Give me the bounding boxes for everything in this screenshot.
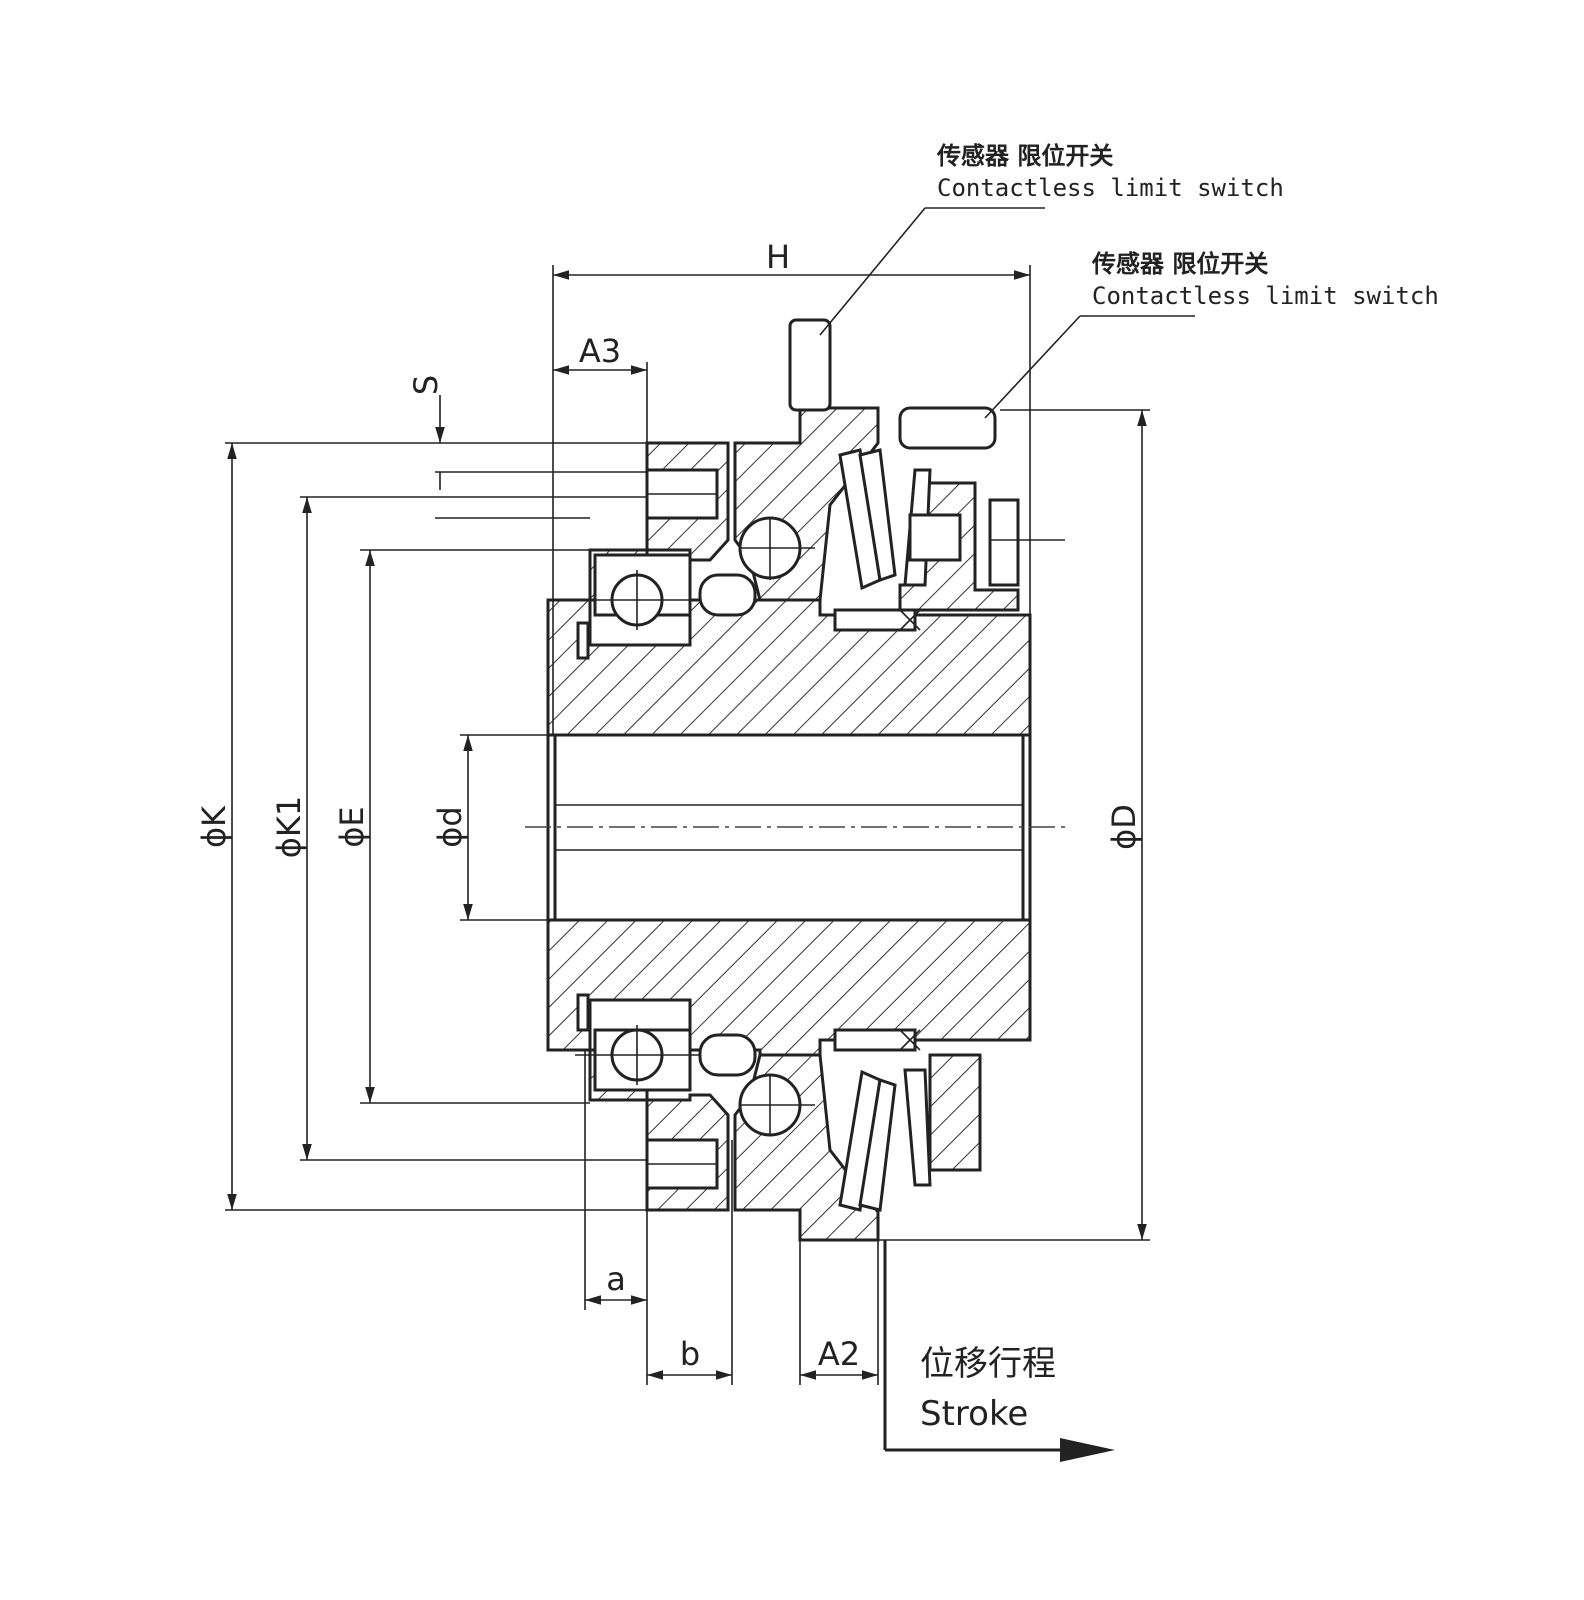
dim-label-E: ϕE xyxy=(333,806,371,847)
callout-1-en: Contactless limit switch xyxy=(937,174,1284,202)
callout-2-cn: 传感器 限位开关 xyxy=(1091,250,1268,278)
dim-label-D: ϕD xyxy=(1105,804,1143,850)
callout-1-cn: 传感器 限位开关 xyxy=(936,142,1113,170)
pin-lower xyxy=(576,993,590,1032)
dim-label-A3: A3 xyxy=(579,332,621,370)
dim-label-d: ϕd xyxy=(431,806,469,847)
callout-leader-1 xyxy=(819,207,1045,336)
dim-label-H: H xyxy=(766,238,790,276)
sensor-vertical xyxy=(788,318,832,412)
bearing-lower-left xyxy=(575,1025,815,1190)
shaft-bore xyxy=(525,733,1065,922)
dim-H xyxy=(552,265,1031,735)
dim-label-b: b xyxy=(680,1335,700,1373)
dim-A2 xyxy=(799,1240,879,1385)
dim-label-K1: ϕK1 xyxy=(270,796,308,858)
callout-leader-2 xyxy=(984,315,1195,419)
stroke-arrow xyxy=(883,1240,1115,1462)
dim-label-K: ϕK xyxy=(195,805,233,848)
dim-label-S: S xyxy=(407,375,445,395)
extension-lines xyxy=(225,409,1150,1241)
disc-springs xyxy=(833,448,1065,1212)
stroke-label-cn: 位移行程 xyxy=(920,1344,1056,1384)
bearing-upper-left xyxy=(575,468,815,630)
sensor-horizontal xyxy=(898,406,997,450)
dim-a xyxy=(584,1050,648,1310)
dim-A3 xyxy=(553,362,648,443)
pin-upper xyxy=(576,621,590,660)
dim-label-a: a xyxy=(606,1260,626,1298)
callout-2-en: Contactless limit switch xyxy=(1092,282,1439,310)
dim-b xyxy=(646,1140,733,1385)
dim-label-A2: A2 xyxy=(818,1335,860,1373)
stroke-label-en: Stroke xyxy=(920,1394,1028,1434)
dim-S xyxy=(435,395,647,490)
